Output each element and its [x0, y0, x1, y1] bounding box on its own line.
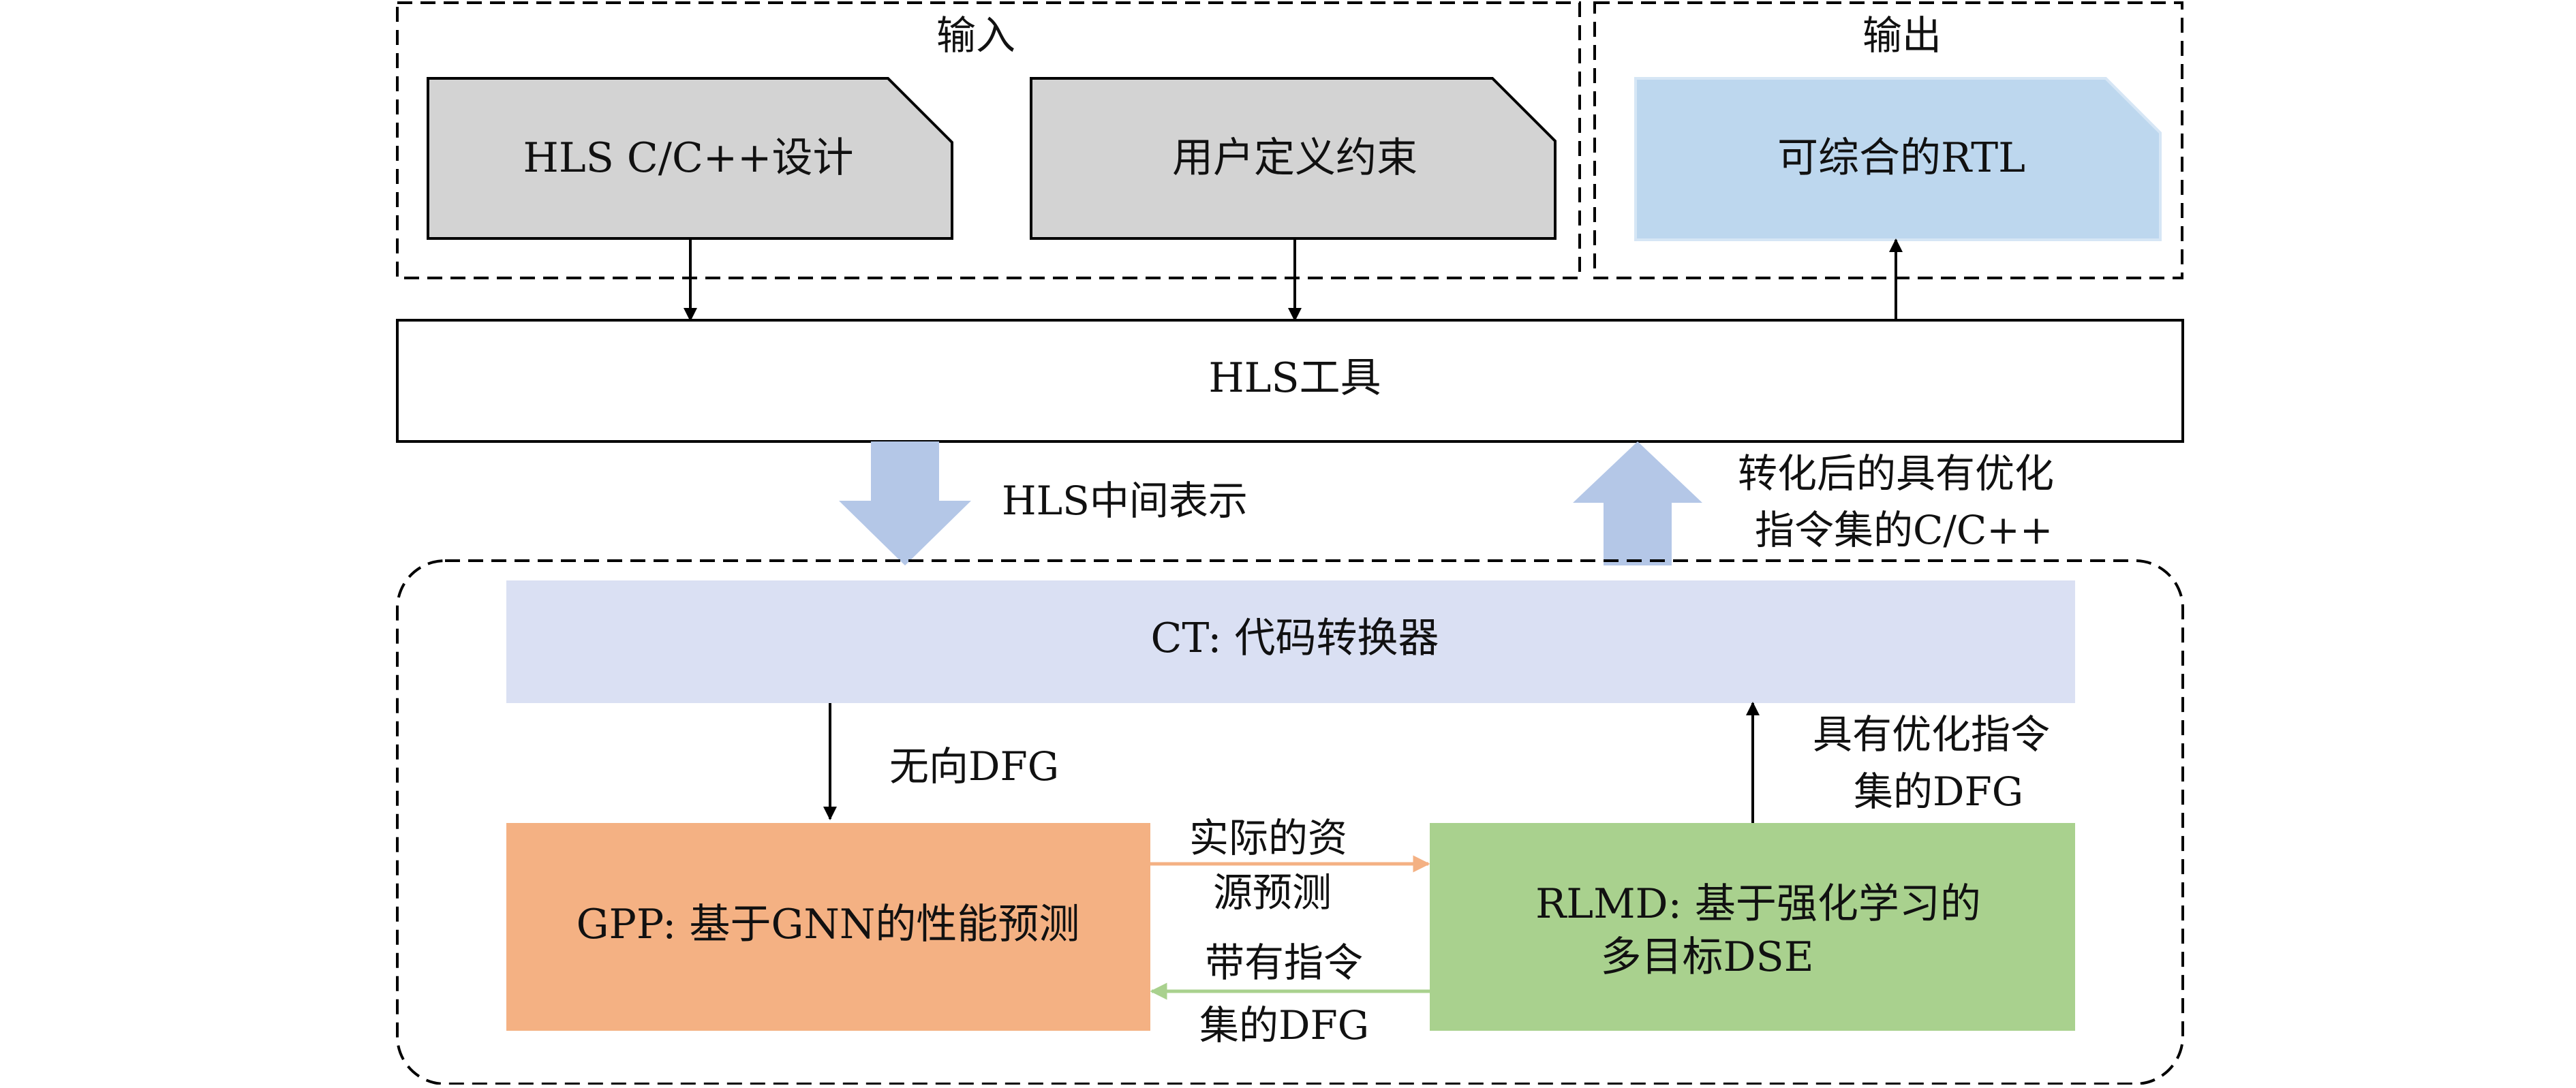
transformed-code-label-1: 转化后的具有优化 — [1738, 450, 2054, 497]
gpp-module-label: GPP: 基于GNN的性能预测 — [577, 901, 1080, 948]
dfg-directives-label-2: 集的DFG — [1199, 1002, 1369, 1048]
rtl-output-label: 可综合的RTL — [1777, 134, 2025, 182]
framework-group-border — [396, 559, 2184, 1085]
actual-resource-label-1: 实际的资 — [1189, 815, 1347, 861]
input-group-border — [396, 1, 1581, 279]
undirected-dfg-label: 无向DFG — [889, 743, 1059, 790]
hls-design-doc — [427, 77, 953, 240]
gpp-module — [506, 823, 1150, 1031]
rtl-output-doc — [1634, 77, 2162, 241]
output-group-title: 输出 — [1862, 12, 1942, 59]
optimized-dfg-label-2: 集的DFG — [1854, 768, 2023, 815]
rlmd-module-label-1: RLMD: 基于强化学习的 — [1535, 880, 1981, 928]
output-group-border — [1593, 1, 2183, 279]
hls-design-label: HLS C/C++设计 — [523, 134, 854, 182]
rlmd-module-label-2: 多目标DSE — [1600, 933, 1813, 981]
ct-module-label: CT: 代码转换器 — [1150, 615, 1439, 662]
transformed-code-label-2: 指令集的C/C++ — [1755, 507, 2053, 553]
user-constraints-label: 用户定义约束 — [1172, 134, 1417, 182]
input-group-title: 输入 — [936, 12, 1015, 59]
optimized-dfg-label-1: 具有优化指令 — [1813, 711, 2050, 758]
hls-ir-label: HLS中间表示 — [1002, 478, 1248, 524]
ct-module — [506, 580, 2075, 703]
actual-resource-label-2: 源预测 — [1213, 869, 1332, 916]
rlmd-module — [1430, 823, 2075, 1031]
big-up-arrow — [1573, 441, 1702, 565]
user-constraints-doc — [1030, 77, 1557, 240]
big-down-arrow — [839, 441, 971, 565]
hls-tool-label: HLS工具 — [1208, 354, 1381, 402]
dfg-directives-label-1: 带有指令 — [1205, 939, 1363, 986]
hls-tool-box — [396, 319, 2184, 443]
